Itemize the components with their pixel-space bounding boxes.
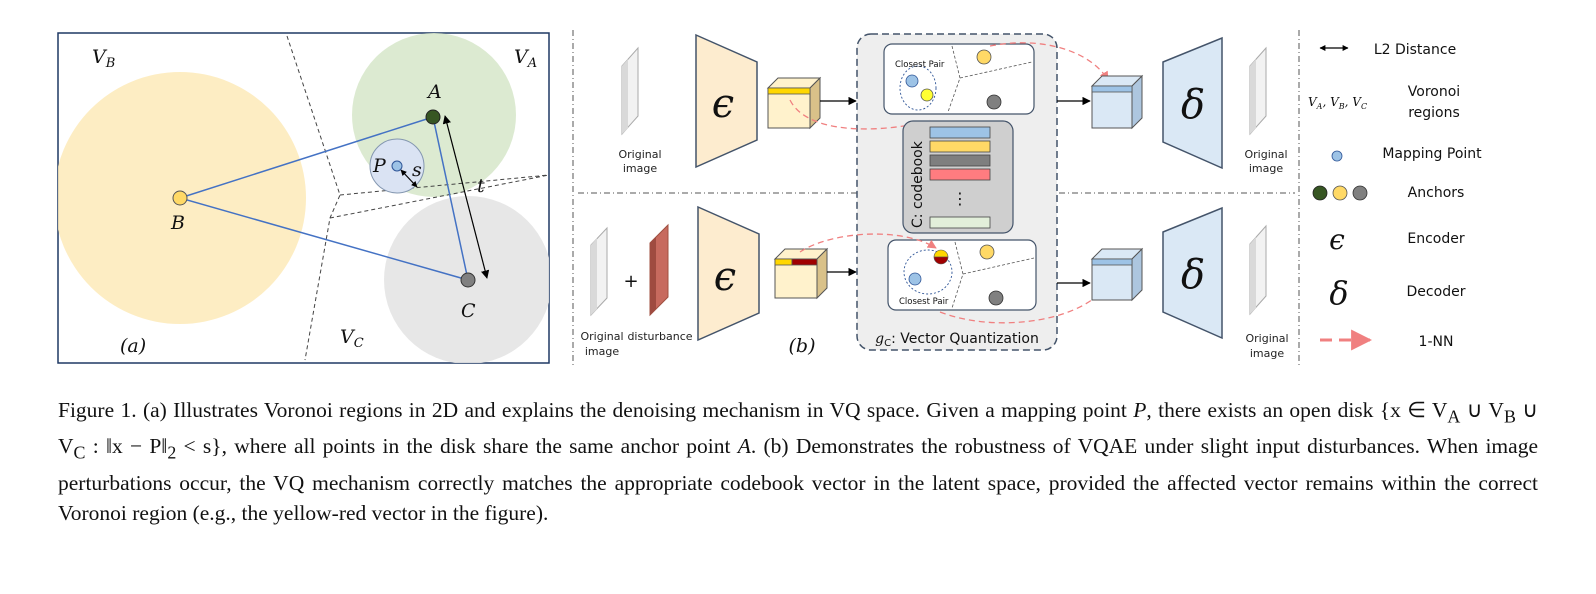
nn-arc-bottom-2 [939, 279, 1111, 324]
distance-arrow-t [442, 115, 490, 279]
anchor-b [172, 190, 188, 206]
voronoi-boundary [329, 174, 549, 219]
legend-anchors-text: Anchors [1408, 185, 1465, 201]
anchor-yellow-top [920, 88, 934, 102]
closest-pair-label-top: Closest Pair [895, 60, 945, 70]
legend-encoder-text: Encoder [1407, 231, 1464, 247]
encoder-symbol-top: ϵ [712, 81, 734, 127]
anchor-gray-bottom [988, 290, 1004, 306]
encoder-bottom [697, 205, 760, 342]
nn-arc-top-2 [989, 42, 1109, 81]
perturbed-vector [933, 249, 949, 265]
mapping-point-top [905, 74, 919, 88]
point-label-a: A [426, 81, 442, 103]
anchor-yellow2-top [976, 49, 992, 65]
panel-a-label: (a) [120, 335, 146, 357]
codebook: ⋮ C: codebook [902, 120, 1014, 234]
decoder-symbol-bottom: δ [1181, 252, 1205, 298]
figure-1: VB VA VC A B C P s t (a) Original image [57, 30, 1482, 365]
latent-cube-top [766, 76, 822, 130]
disturbance-label: disturbance [627, 330, 692, 343]
output-image-bottom-label: Original [1245, 332, 1288, 345]
closest-pair-ellipse-top [899, 65, 937, 111]
figure-caption: Figure 1. (a) Illustrates Voronoi region… [58, 398, 1538, 525]
legend-voronoi-text-2: regions [1408, 105, 1460, 121]
image-slab-edge [591, 238, 597, 315]
latent-cube-bottom [773, 247, 829, 300]
encoder-symbol-bottom: ϵ [714, 254, 736, 300]
output-image-top-label-2: image [1249, 162, 1283, 175]
distance-label-t: t [477, 175, 485, 197]
codebook-vector-4 [929, 168, 991, 181]
legend-voronoi-symbol: VA, VB, VC [1308, 95, 1367, 111]
original-image-bottom-label-2: image [585, 345, 619, 358]
legend: L2 Distance VA, VB, VC Voronoi regions M… [1308, 42, 1482, 351]
radius-arrow [400, 169, 418, 188]
output-image-bottom-label-2: image [1250, 347, 1284, 360]
vq-label: gC: Vector Quantization [875, 331, 1039, 349]
point-label-c: C [461, 300, 476, 322]
closest-pair-ellipse-bottom [903, 249, 953, 295]
quantized-cube-bottom [1090, 247, 1144, 302]
nn-arc-bottom [799, 233, 937, 253]
legend-l2-text: L2 Distance [1374, 42, 1456, 58]
quantized-cube-top [1090, 74, 1144, 130]
legend-encoder-symbol: ϵ [1329, 223, 1345, 256]
legend-anchor-green-icon [1312, 185, 1328, 201]
encoder-top [695, 33, 758, 169]
bottom-row: + Original image disturbance ϵ [580, 205, 1289, 360]
codebook-vector-5 [929, 216, 991, 229]
image-slab-edge [1250, 237, 1256, 314]
point-label-b: B [170, 212, 185, 234]
decoder-symbol-top: δ [1181, 82, 1205, 128]
image-slab-edge [1250, 59, 1256, 134]
image-slab-edge [622, 59, 628, 134]
output-image-top-label: Original [1244, 148, 1287, 161]
decoder-bottom [1162, 206, 1223, 340]
anchor-gray-top [986, 94, 1002, 110]
vq-boundary [962, 257, 1035, 275]
legend-mapping-point-text: Mapping Point [1382, 146, 1482, 162]
original-image-top-label: Original [618, 148, 661, 161]
anchor-yellow2-bottom [979, 244, 995, 260]
codebook-ellipsis: ⋮ [952, 189, 968, 208]
legend-mapping-point-icon [1331, 150, 1343, 162]
mapping-point-bottom [908, 272, 922, 286]
plus-sign: + [623, 271, 638, 292]
codebook-vector-1 [929, 126, 991, 139]
legend-decoder-text: Decoder [1407, 284, 1466, 300]
point-label-p: P [372, 155, 387, 177]
decoder-top [1162, 36, 1223, 170]
mapping-point-p [391, 160, 403, 172]
nn-arc-top [789, 99, 931, 130]
codebook-vector-2 [929, 140, 991, 153]
image-slab-edge [650, 237, 656, 315]
panel-b: Original image ϵ Closest Pair [580, 33, 1289, 360]
codebook-label: C: codebook [910, 140, 926, 228]
legend-decoder-symbol: δ [1329, 274, 1348, 312]
panel-a: VB VA VC A B C P s t (a) [57, 32, 550, 364]
anchor-c [460, 272, 476, 288]
original-image-bottom-label: Original [580, 330, 623, 343]
top-row: Original image ϵ Closest Pair [618, 33, 1288, 175]
legend-anchor-gray-icon [1352, 185, 1368, 201]
closest-pair-label-bottom: Closest Pair [899, 297, 949, 307]
original-image-top-label-2: image [623, 162, 657, 175]
panel-b-label: (b) [789, 335, 816, 357]
radius-label-s: s [412, 159, 422, 181]
codebook-vector-3 [929, 154, 991, 167]
anchor-a [425, 109, 441, 125]
legend-anchor-yellow-icon [1332, 185, 1348, 201]
legend-voronoi-text: Voronoi [1408, 84, 1460, 100]
legend-1nn-text: 1-NN [1419, 334, 1454, 350]
vq-boundary [959, 61, 1033, 79]
